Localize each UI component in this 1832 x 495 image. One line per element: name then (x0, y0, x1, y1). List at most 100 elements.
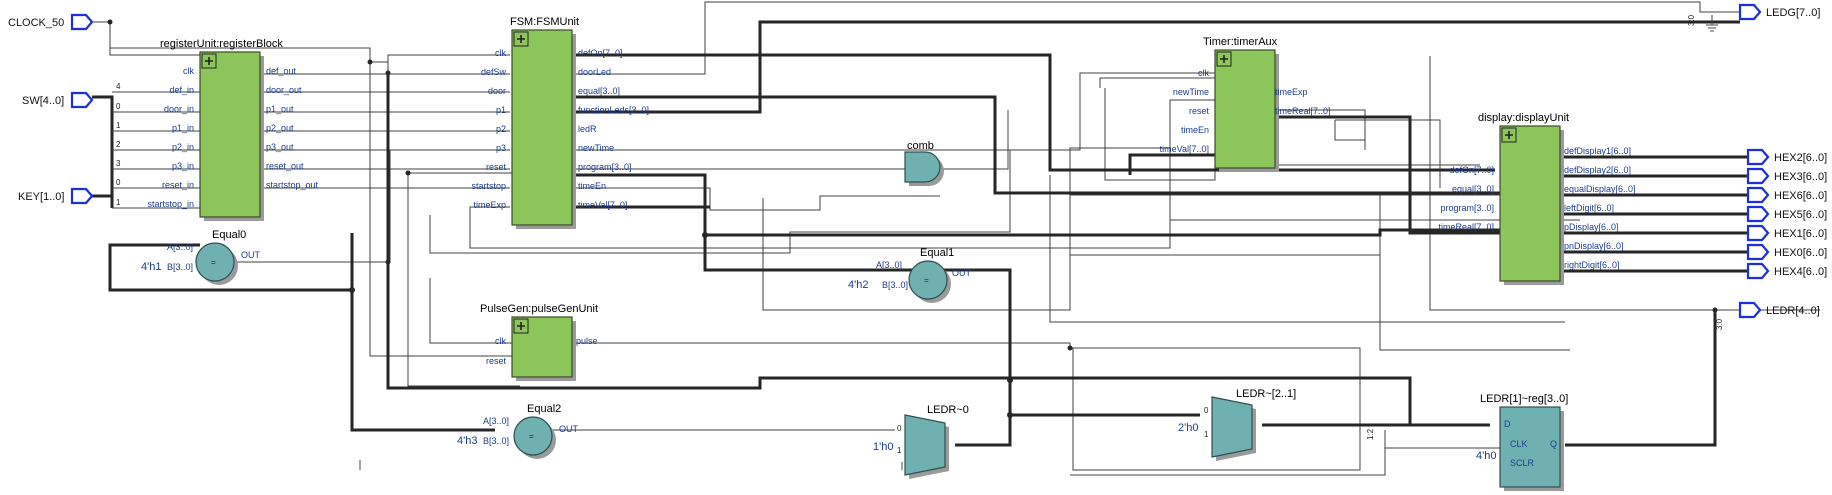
svg-text:doorLed: doorLed (578, 67, 611, 77)
block-title: Timer:timerAux (1203, 36, 1278, 48)
svg-text:equal[3..0]: equal[3..0] (1452, 184, 1494, 194)
block-title: display:displayUnit (1478, 112, 1569, 124)
equal0-comparator[interactable]: Equal0 A[3..0] B[3..0] 4'h1 OUT = (141, 229, 261, 285)
svg-text:defOn[7..0]: defOn[7..0] (578, 48, 623, 58)
output-pin-hex1[interactable]: HEX1[6..0] (1746, 224, 1827, 242)
bus-slice-ledr: 3:0 (1715, 318, 1724, 330)
svg-text:defDisplay2[6..0]: defDisplay2[6..0] (1564, 165, 1631, 175)
svg-text:1'h0: 1'h0 (873, 441, 893, 453)
svg-text:B[3..0]: B[3..0] (167, 262, 193, 272)
svg-text:clk: clk (1198, 68, 1209, 78)
right-ports: defDisplay1[6..0] defDisplay2[6..0] equa… (1564, 146, 1636, 270)
svg-text:reset: reset (486, 356, 507, 366)
svg-text:p2_out: p2_out (266, 123, 294, 133)
svg-text:1: 1 (897, 446, 902, 455)
svg-text:1: 1 (1204, 430, 1209, 439)
pin-label: HEX5[6..0] (1774, 209, 1827, 221)
right-ports: def_out door_out p1_out p2_out p3_out re… (266, 66, 319, 190)
left-ports: clk def_in door_in p1_in p2_in p3_in res… (147, 66, 194, 209)
pin-label: LEDR[4..0] (1766, 305, 1820, 317)
svg-text:door_in: door_in (164, 104, 194, 114)
svg-text:SCLR: SCLR (1510, 458, 1535, 468)
pin-label: CLOCK_50 (8, 17, 64, 29)
input-pin-sw[interactable]: SW[4..0] (22, 91, 94, 109)
svg-text:0: 0 (897, 424, 902, 433)
bus-slice-ledg: 3:0 (1687, 14, 1696, 26)
svg-text:timeExp: timeExp (473, 200, 506, 210)
svg-text:2'h0: 2'h0 (1178, 422, 1198, 434)
left-ports: clk newTime reset timeEn timeVal[7..0] (1160, 68, 1210, 154)
output-pin-ledr[interactable]: LEDR[4..0] (1738, 301, 1820, 319)
pin-label: HEX2[6..0] (1774, 152, 1827, 164)
output-pin-hex4[interactable]: HEX4[6..0] (1746, 262, 1827, 280)
timer-unit-block[interactable]: Timer:timerAux clk newTime reset timeEn … (1160, 36, 1331, 172)
svg-text:D: D (1504, 419, 1511, 429)
svg-text:rightDigit[6..0]: rightDigit[6..0] (1564, 260, 1620, 270)
pulsegen-unit-block[interactable]: PulseGen:pulseGenUnit clk reset pulse (480, 303, 598, 381)
output-pin-hex0[interactable]: HEX0[6..0] (1746, 243, 1827, 261)
svg-text:startstop: startstop (471, 181, 506, 191)
svg-text:LEDR~0: LEDR~0 (927, 404, 969, 416)
block-title: PulseGen:pulseGenUnit (480, 303, 598, 315)
ledr-register[interactable]: LEDR[1]~reg[3..0] D CLK SCLR Q 4'h0 (1476, 393, 1568, 491)
svg-text:newTime: newTime (578, 143, 614, 153)
equal2-comparator[interactable]: Equal2 A[3..0] B[3..0] 4'h3 OUT = (457, 403, 579, 459)
svg-text:p1_in: p1_in (172, 123, 194, 133)
fsm-unit-block[interactable]: FSM:FSMUnit clk defSw door p1 p2 p3 rese… (471, 16, 649, 229)
svg-text:=: = (211, 258, 216, 267)
svg-text:door_out: door_out (266, 85, 302, 95)
sw-bit-taps: 4 0 1 2 3 0 1 (112, 82, 200, 209)
svg-text:reset: reset (486, 162, 507, 172)
ledr0-mux[interactable]: LEDR~0 0 1 1'h0 (873, 404, 969, 479)
svg-text:OUT: OUT (241, 250, 261, 260)
svg-text:timeEn: timeEn (1181, 125, 1209, 135)
svg-text:door: door (488, 86, 506, 96)
display-unit-block[interactable]: display:displayUnit defOn[7..0] equal[3.… (1438, 112, 1636, 285)
svg-text:CLK: CLK (1510, 439, 1528, 449)
pin-label: LEDG[7..0] (1766, 7, 1820, 19)
svg-text:A[3..0]: A[3..0] (876, 260, 902, 270)
svg-text:0: 0 (1204, 406, 1209, 415)
bit-label: 0 (116, 178, 121, 187)
left-ports: clk reset (486, 336, 507, 366)
svg-text:pulse: pulse (576, 336, 598, 346)
svg-text:clk: clk (495, 48, 506, 58)
svg-text:defDisplay1[6..0]: defDisplay1[6..0] (1564, 146, 1631, 156)
output-pin-ledg[interactable]: LEDG[7..0] (1738, 3, 1820, 21)
svg-text:A[3..0]: A[3..0] (483, 416, 509, 426)
svg-text:defSw: defSw (481, 67, 507, 77)
svg-text:reset_out: reset_out (266, 161, 304, 171)
svg-text:p1_out: p1_out (266, 104, 294, 114)
svg-text:reset_in: reset_in (162, 180, 194, 190)
input-pin-key[interactable]: KEY[1..0] (18, 187, 94, 205)
bit-label: 1 (116, 121, 121, 130)
input-pin-clock[interactable]: CLOCK_50 (8, 13, 94, 31)
pin-label: KEY[1..0] (18, 191, 64, 203)
equal1-comparator[interactable]: Equal1 A[3..0] B[3..0] 4'h2 OUT = (848, 247, 972, 303)
svg-text:LEDR[1]~reg[3..0]: LEDR[1]~reg[3..0] (1480, 393, 1568, 405)
pin-label: HEX4[6..0] (1774, 266, 1827, 278)
output-pin-hex3[interactable]: HEX3[6..0] (1746, 167, 1827, 185)
svg-text:startstop_in: startstop_in (147, 199, 194, 209)
svg-text:newTime: newTime (1173, 87, 1209, 97)
right-ports: defOn[7..0] doorLed equal[3..0] function… (578, 48, 649, 210)
output-pin-hex2[interactable]: HEX2[6..0] (1746, 148, 1827, 166)
pin-label: HEX3[6..0] (1774, 171, 1827, 183)
output-pin-hex6[interactable]: HEX6[6..0] (1746, 186, 1827, 204)
svg-text:leftDigit[6..0]: leftDigit[6..0] (1564, 203, 1614, 213)
right-ports: timeExp timeReal[7..0] (1275, 87, 1331, 116)
svg-text:Q: Q (1550, 439, 1557, 449)
svg-text:Equal0: Equal0 (212, 229, 246, 241)
svg-text:program[3..0]: program[3..0] (578, 162, 632, 172)
svg-text:=: = (529, 432, 534, 441)
pin-label: SW[4..0] (22, 95, 64, 107)
svg-text:timeExp: timeExp (1275, 87, 1308, 97)
ledr21-mux[interactable]: LEDR~[2..1] 0 1 2'h0 (1178, 388, 1296, 461)
register-unit-block[interactable]: registerUnit:registerBlock clk def_in do… (147, 38, 319, 221)
comb-and-gate[interactable]: comb (904, 140, 944, 186)
pin-label: HEX6[6..0] (1774, 190, 1827, 202)
svg-text:def_in: def_in (169, 85, 194, 95)
svg-text:clk: clk (183, 66, 194, 76)
output-pin-hex5[interactable]: HEX5[6..0] (1746, 205, 1827, 223)
